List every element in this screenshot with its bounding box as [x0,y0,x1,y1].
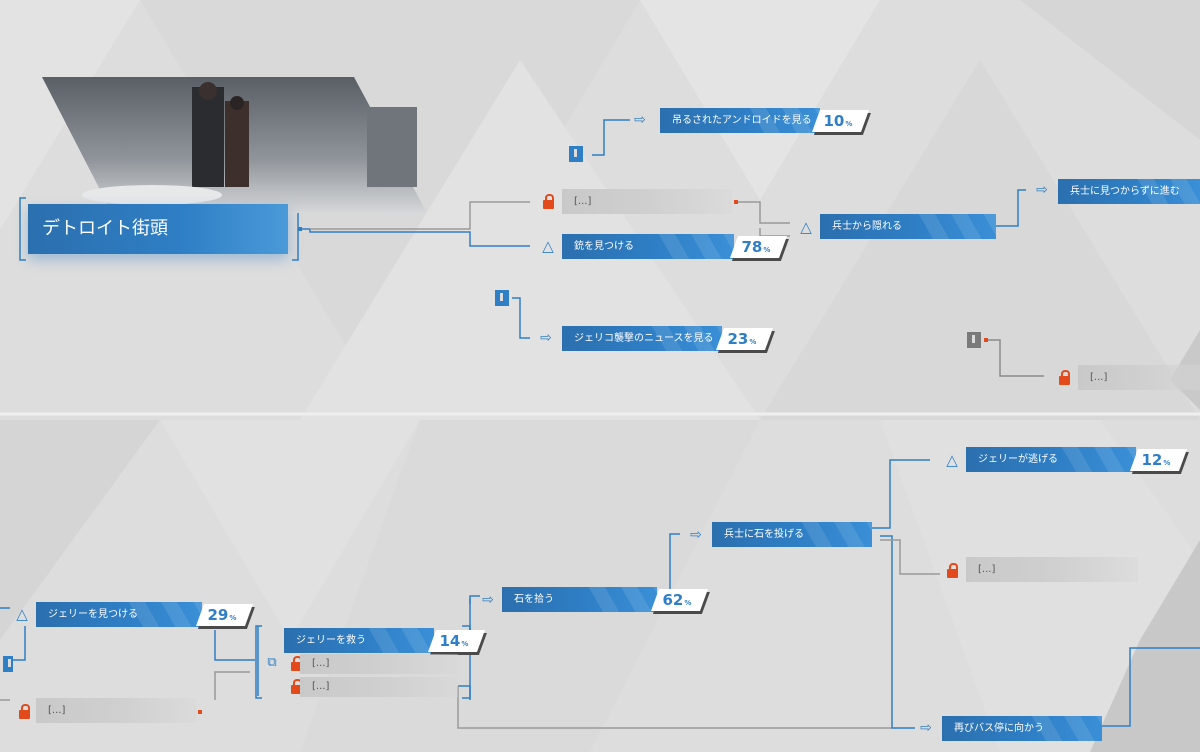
percent-badge: 14% [427,630,485,652]
node-hanged-android[interactable]: 吊るされたアンドロイドを見る [660,108,820,133]
node-hide-from-soldiers[interactable]: 兵士から隠れる [820,214,996,239]
triangle-icon: △ [16,605,28,623]
arrow-icon: ⇨ [540,330,552,346]
triangle-icon: △ [542,237,554,255]
percent-badge: 78% [729,236,787,258]
lock-icon [16,704,32,720]
node-jerry-flees[interactable]: ジェリーが逃げる [966,447,1136,472]
percent-badge: 10% [811,110,869,132]
locked-node: [...] [966,557,1138,582]
node-save-jerry[interactable]: ジェリーを救う [284,628,434,653]
square-icon [0,656,16,672]
arrow-icon: ⇨ [1036,182,1048,198]
lock-icon [944,563,960,579]
locked-node: [...] [562,189,732,214]
node-head-to-bus-stop[interactable]: 再びバス停に向かう [942,716,1102,741]
percent-badge: 12% [1129,449,1187,471]
arrow-icon: ⇨ [690,527,702,543]
square-icon [568,146,584,162]
locked-node: [...] [1078,365,1200,390]
arrow-icon: ⇨ [634,112,646,128]
square-icon [966,332,982,348]
lock-icon [1056,370,1072,386]
node-pick-up-stone[interactable]: 石を拾う [502,587,657,612]
percent-badge: 29% [195,604,253,626]
node-throw-stone[interactable]: 兵士に石を投げる [712,522,872,547]
chapter-thumbnail-image [42,77,427,213]
arrow-icon: ⇨ [482,592,494,608]
node-jericho-news[interactable]: ジェリコ襲撃のニュースを見る [562,326,722,351]
percent-badge: 62% [650,589,708,611]
copy-icon: ⧉ [267,654,277,670]
chapter-title[interactable]: デトロイト街頭 [28,204,288,254]
lock-icon [540,194,556,210]
locked-node: [...] [36,698,196,723]
arrow-icon: ⇨ [920,720,932,736]
locked-node: [...] [300,654,458,674]
locked-node: [...] [300,677,458,697]
triangle-icon: △ [800,218,812,236]
triangle-icon: △ [946,451,958,469]
square-icon [494,290,510,306]
percent-badge: 23% [715,328,773,350]
node-sneak-past-soldiers[interactable]: 兵士に見つからずに進む [1058,179,1200,204]
node-find-gun[interactable]: 銃を見つける [562,234,734,259]
node-find-jerry[interactable]: ジェリーを見つける [36,602,202,627]
